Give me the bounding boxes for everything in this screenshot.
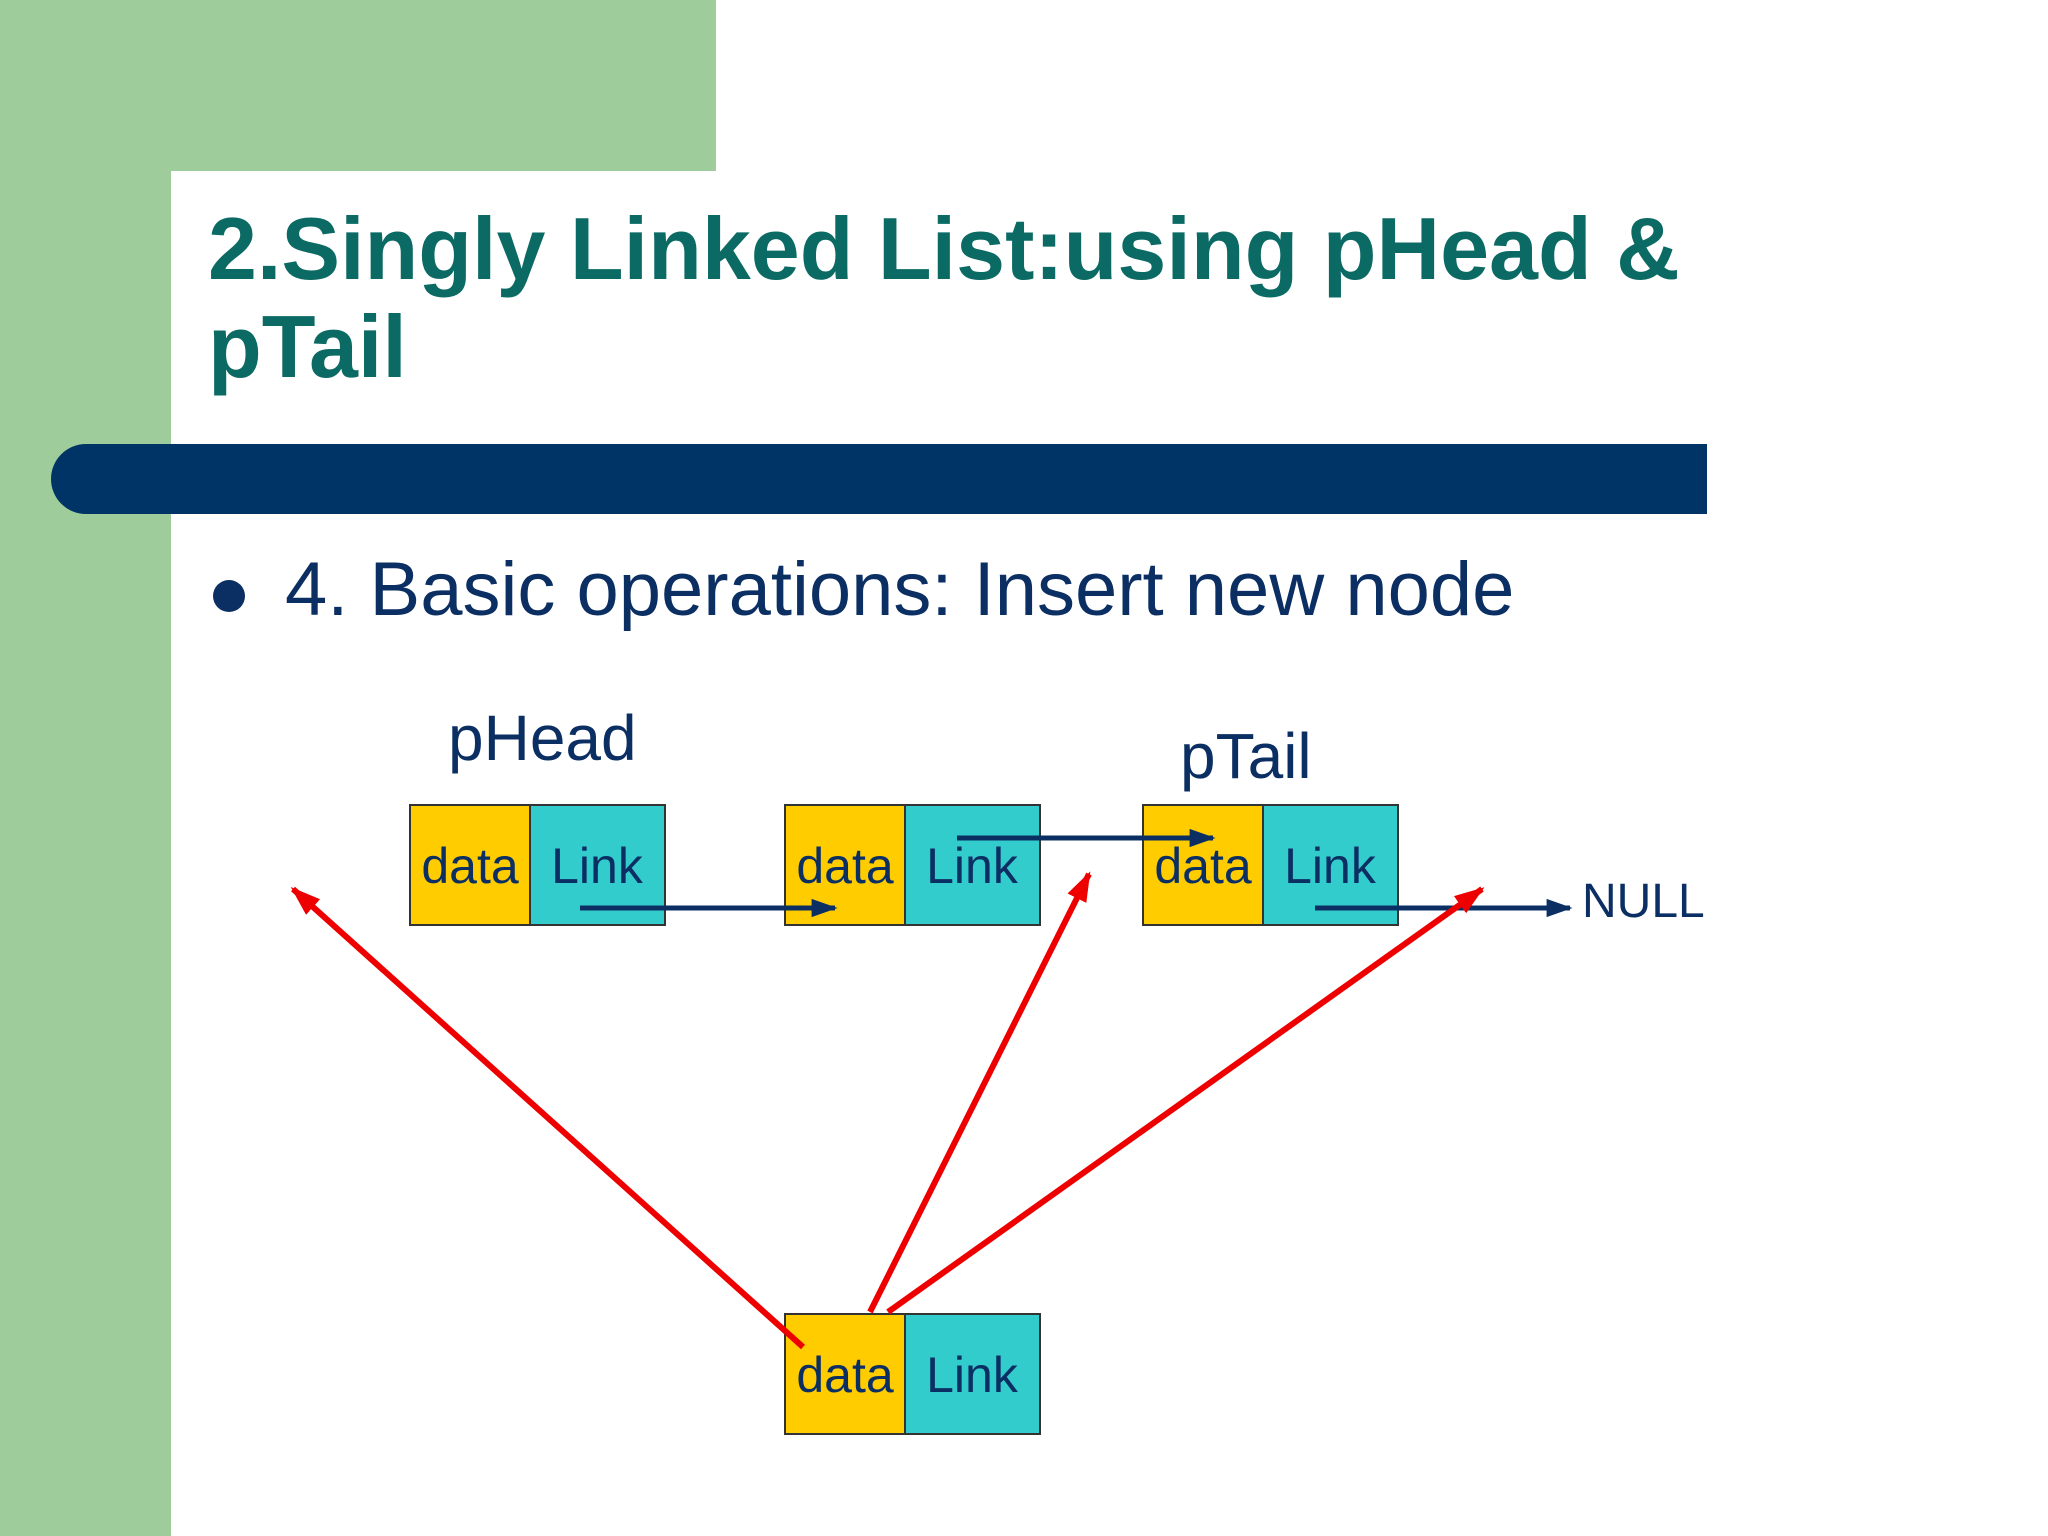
- phead-label: pHead: [448, 702, 637, 774]
- bullet-text: 4. Basic operations: Insert new node: [285, 547, 1515, 632]
- node-1: data Link: [409, 804, 666, 926]
- green-top-band: [0, 0, 716, 171]
- node-3-data-cell: [1142, 804, 1264, 926]
- node-1-data-cell: [409, 804, 531, 926]
- insert-arrow-middle: [867, 871, 1092, 1314]
- node-1-data-label: data: [421, 838, 519, 894]
- node-2: data Link: [784, 804, 1041, 926]
- insert-arrow-head: [290, 886, 806, 1350]
- node-2-data-label: data: [796, 838, 894, 894]
- node-3-link-label: Link: [1284, 838, 1377, 894]
- node-2-link-cell: [904, 804, 1041, 926]
- node-2-link-label: Link: [926, 838, 1019, 894]
- new-node: data Link: [784, 1313, 1041, 1435]
- node-3-link-cell: [1262, 804, 1399, 926]
- node-3-data-label: data: [1154, 838, 1252, 894]
- node-1-link-label: Link: [551, 838, 644, 894]
- null-label: NULL: [1582, 875, 1705, 928]
- new-node-data-label: data: [796, 1347, 894, 1403]
- title-underline-bar: [51, 444, 1707, 514]
- node-1-link-cell: [529, 804, 666, 926]
- new-node-data-cell: [784, 1313, 906, 1435]
- ptail-label: pTail: [1180, 720, 1312, 792]
- node-2-data-cell: [784, 804, 906, 926]
- node-3: data Link: [1142, 804, 1399, 926]
- insert-arrow-tail: [886, 886, 1485, 1315]
- bullet-dot-icon: [213, 580, 245, 612]
- slide-title: 2.Singly Linked List:using pHead & pTail: [208, 199, 1680, 396]
- new-node-link-label: Link: [926, 1347, 1019, 1403]
- green-left-band: [0, 0, 171, 1536]
- new-node-link-cell: [904, 1313, 1041, 1435]
